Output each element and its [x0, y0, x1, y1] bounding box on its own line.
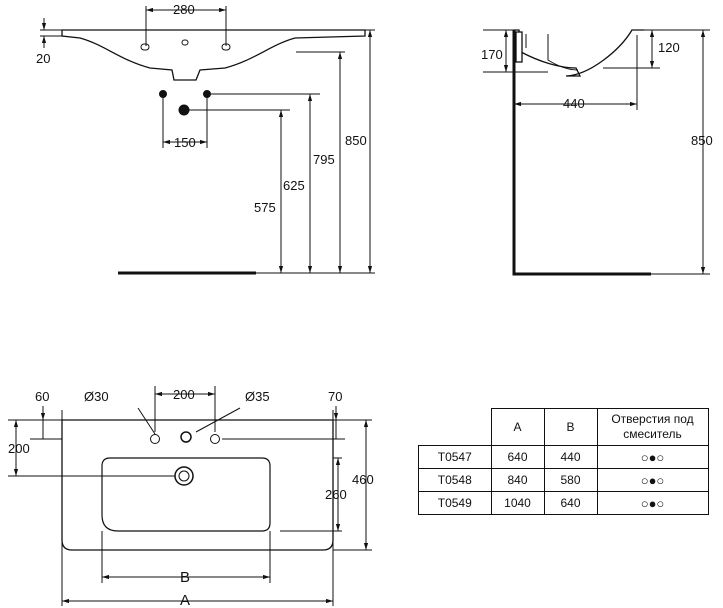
bowl-inner — [525, 34, 579, 71]
spec-table-header: A B Отверстия под смеситель — [418, 408, 709, 446]
wall-line — [512, 30, 651, 276]
label-200-depth: 200 — [8, 441, 30, 456]
label-795: 795 — [313, 152, 335, 167]
spec-header-blank — [418, 408, 492, 446]
row-code: T0547 — [418, 445, 492, 469]
label-150: 150 — [174, 135, 196, 150]
plan-view-labels: 60 Ø30 200 Ø35 70 200 460 260 B A — [8, 387, 374, 608]
row-code: T0548 — [418, 468, 492, 492]
label-20: 20 — [36, 51, 50, 66]
side-view — [483, 29, 710, 276]
label-460: 460 — [352, 472, 374, 487]
basin-side-outline — [514, 29, 644, 77]
plan-tap-hole-left — [150, 434, 160, 444]
label-200-spacing: 200 — [173, 387, 195, 402]
supply-left-point — [159, 90, 167, 98]
label-280: 280 — [173, 2, 195, 17]
table-row: T0549 1040 640 ○●○ — [418, 491, 709, 515]
row-a: 640 — [490, 445, 545, 469]
bracket — [515, 31, 523, 63]
side-view-labels: 170 120 440 850 — [481, 40, 713, 148]
plan-waste-hole — [174, 466, 194, 486]
plan-tap-hole-right — [210, 434, 220, 444]
label-575: 575 — [254, 200, 276, 215]
tap-hole-left — [140, 43, 150, 51]
label-260: 260 — [325, 487, 347, 502]
label-60: 60 — [35, 389, 49, 404]
label-70: 70 — [328, 389, 342, 404]
front-view-labels: 280 20 150 575 625 795 850 — [36, 2, 367, 215]
supply-right-point — [203, 90, 211, 98]
plan-view — [8, 386, 372, 606]
label-850-side: 850 — [691, 133, 713, 148]
row-holes-icon: ○●○ — [596, 468, 709, 492]
row-b: 640 — [543, 491, 598, 515]
spec-table: A B Отверстия под смеситель T0547 640 44… — [418, 408, 709, 515]
label-850-front: 850 — [345, 133, 367, 148]
front-view — [40, 6, 375, 275]
spec-header-holes: Отверстия под смеситель — [596, 408, 709, 446]
table-row: T0548 840 580 ○●○ — [418, 468, 709, 492]
label-170: 170 — [481, 47, 503, 62]
label-b: B — [180, 569, 190, 586]
label-dia-30: Ø30 — [84, 389, 109, 404]
row-holes-icon: ○●○ — [596, 491, 709, 515]
spec-header-b: B — [543, 408, 598, 446]
spec-header-a: A — [490, 408, 545, 446]
waste-point — [178, 104, 190, 116]
basin-front-outline — [61, 29, 366, 81]
label-a: A — [180, 592, 190, 608]
label-120: 120 — [658, 40, 680, 55]
tap-hole-center — [181, 39, 189, 46]
table-row: T0547 640 440 ○●○ — [418, 445, 709, 469]
row-a: 1040 — [490, 491, 545, 515]
row-b: 580 — [543, 468, 598, 492]
label-625: 625 — [283, 178, 305, 193]
row-a: 840 — [490, 468, 545, 492]
row-b: 440 — [543, 445, 598, 469]
label-dia-35: Ø35 — [245, 389, 270, 404]
plan-tap-hole-center — [180, 431, 192, 443]
row-code: T0549 — [418, 491, 492, 515]
row-holes-icon: ○●○ — [596, 445, 709, 469]
bowl-plan-outline — [101, 457, 271, 532]
label-440: 440 — [563, 96, 585, 111]
